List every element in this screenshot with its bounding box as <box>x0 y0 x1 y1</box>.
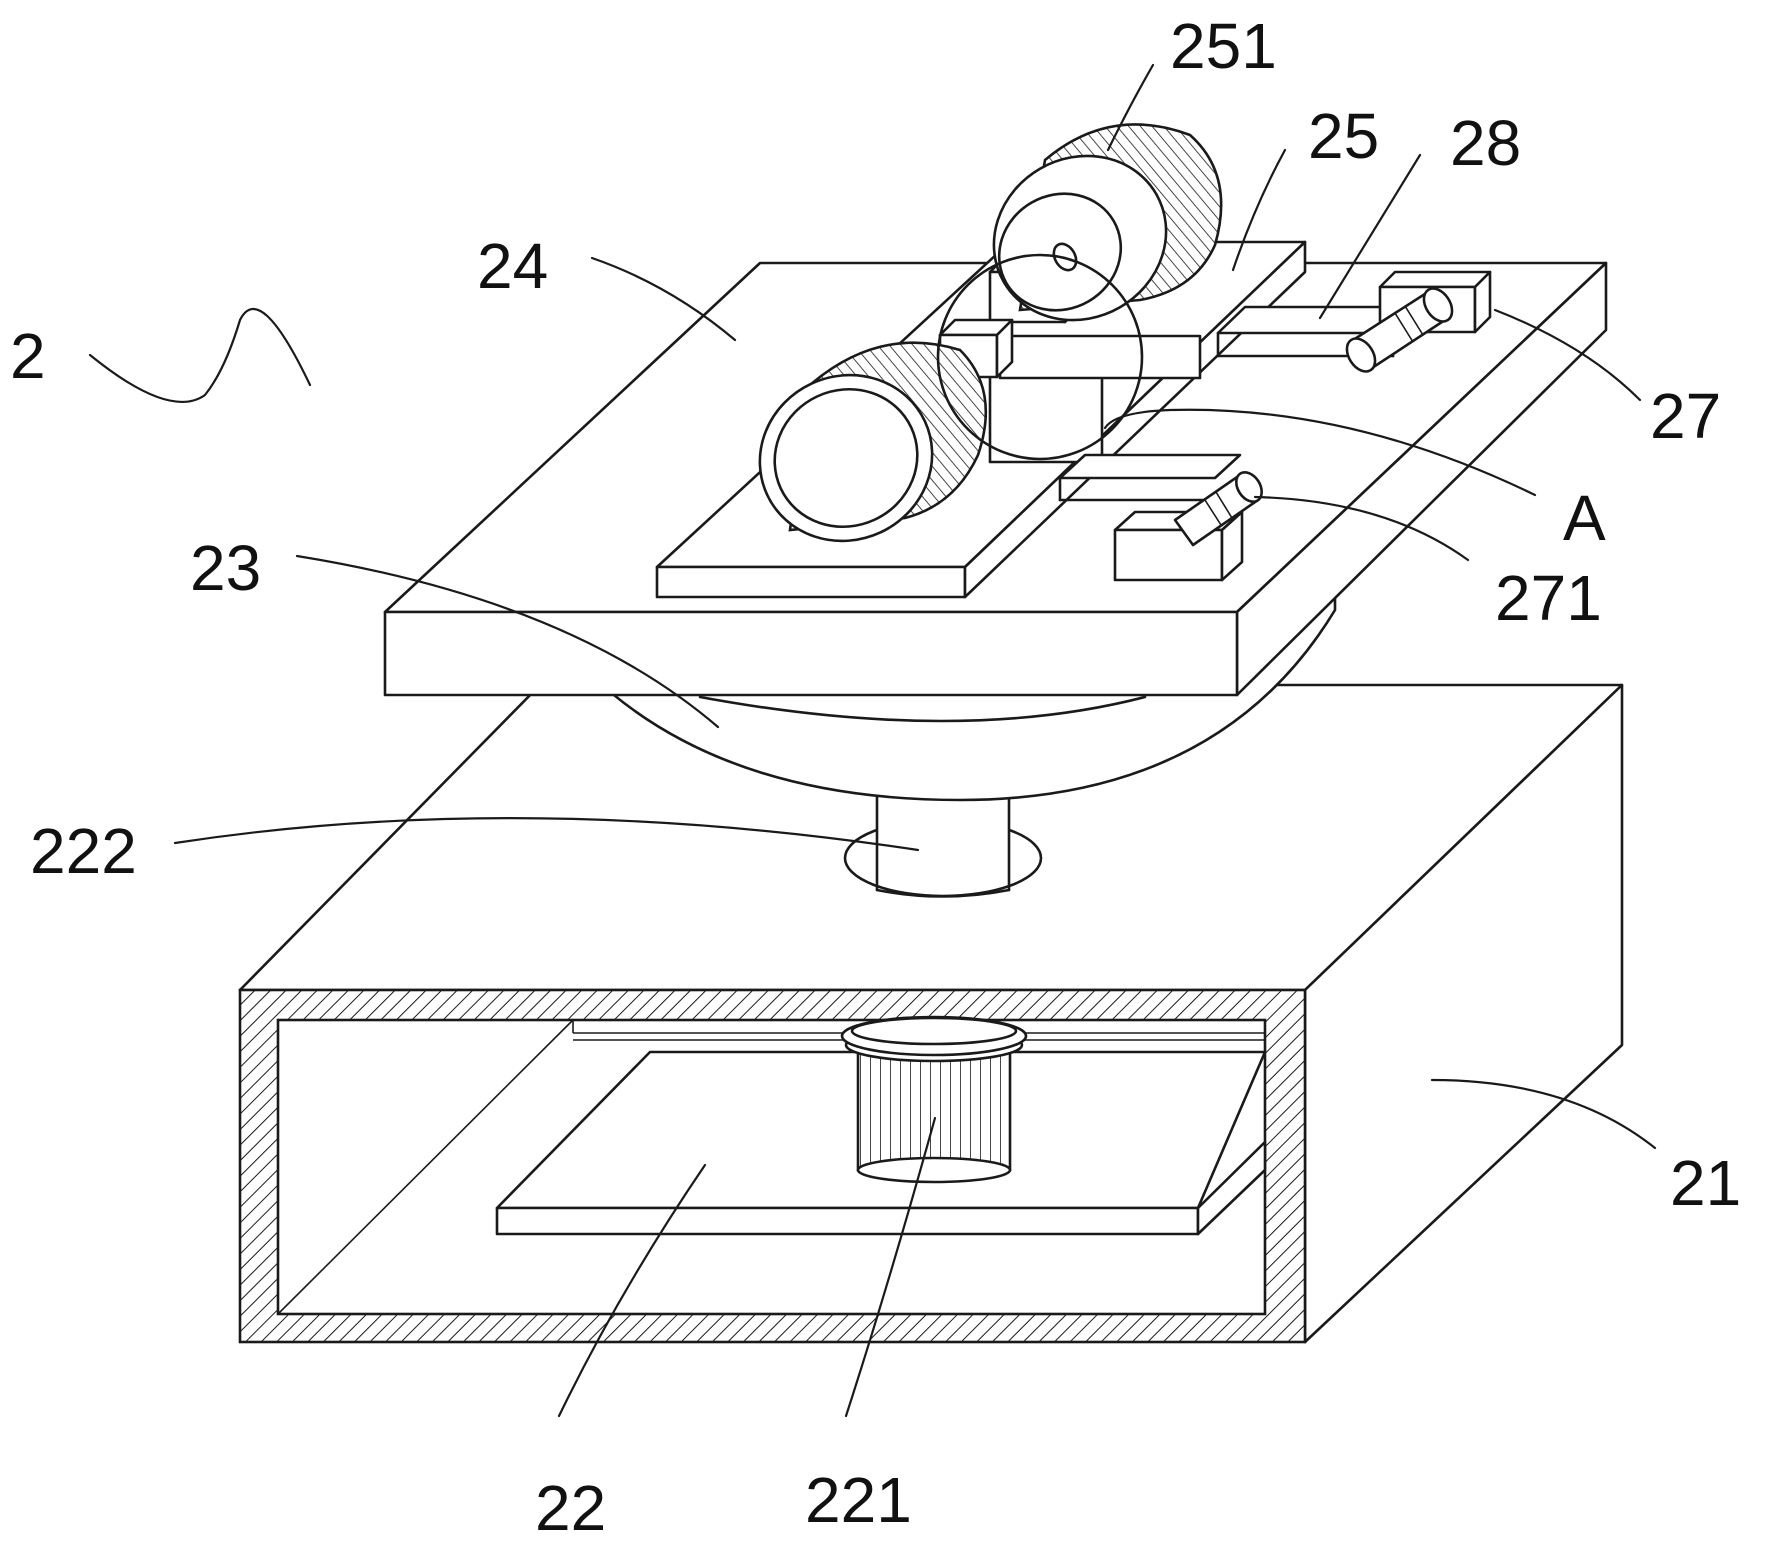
label-detail: A <box>1563 482 1606 554</box>
label-shaft: 222 <box>30 815 137 887</box>
label-rail: 28 <box>1450 107 1521 179</box>
gear-motor <box>842 1017 1026 1182</box>
label-gear-motor: 221 <box>805 1464 912 1536</box>
label-inner-plate: 22 <box>535 1472 606 1544</box>
label-turntable-plate: 24 <box>477 230 548 302</box>
label-housing: 21 <box>1670 1147 1741 1219</box>
label-motor-top: 251 <box>1170 10 1277 82</box>
label-assembly: 2 <box>10 320 46 392</box>
label-turntable-disc: 23 <box>190 532 261 604</box>
label-slide-plate: 25 <box>1308 100 1379 172</box>
label-clamp-rod: 271 <box>1495 562 1602 634</box>
label-clamp-block: 27 <box>1650 380 1721 452</box>
